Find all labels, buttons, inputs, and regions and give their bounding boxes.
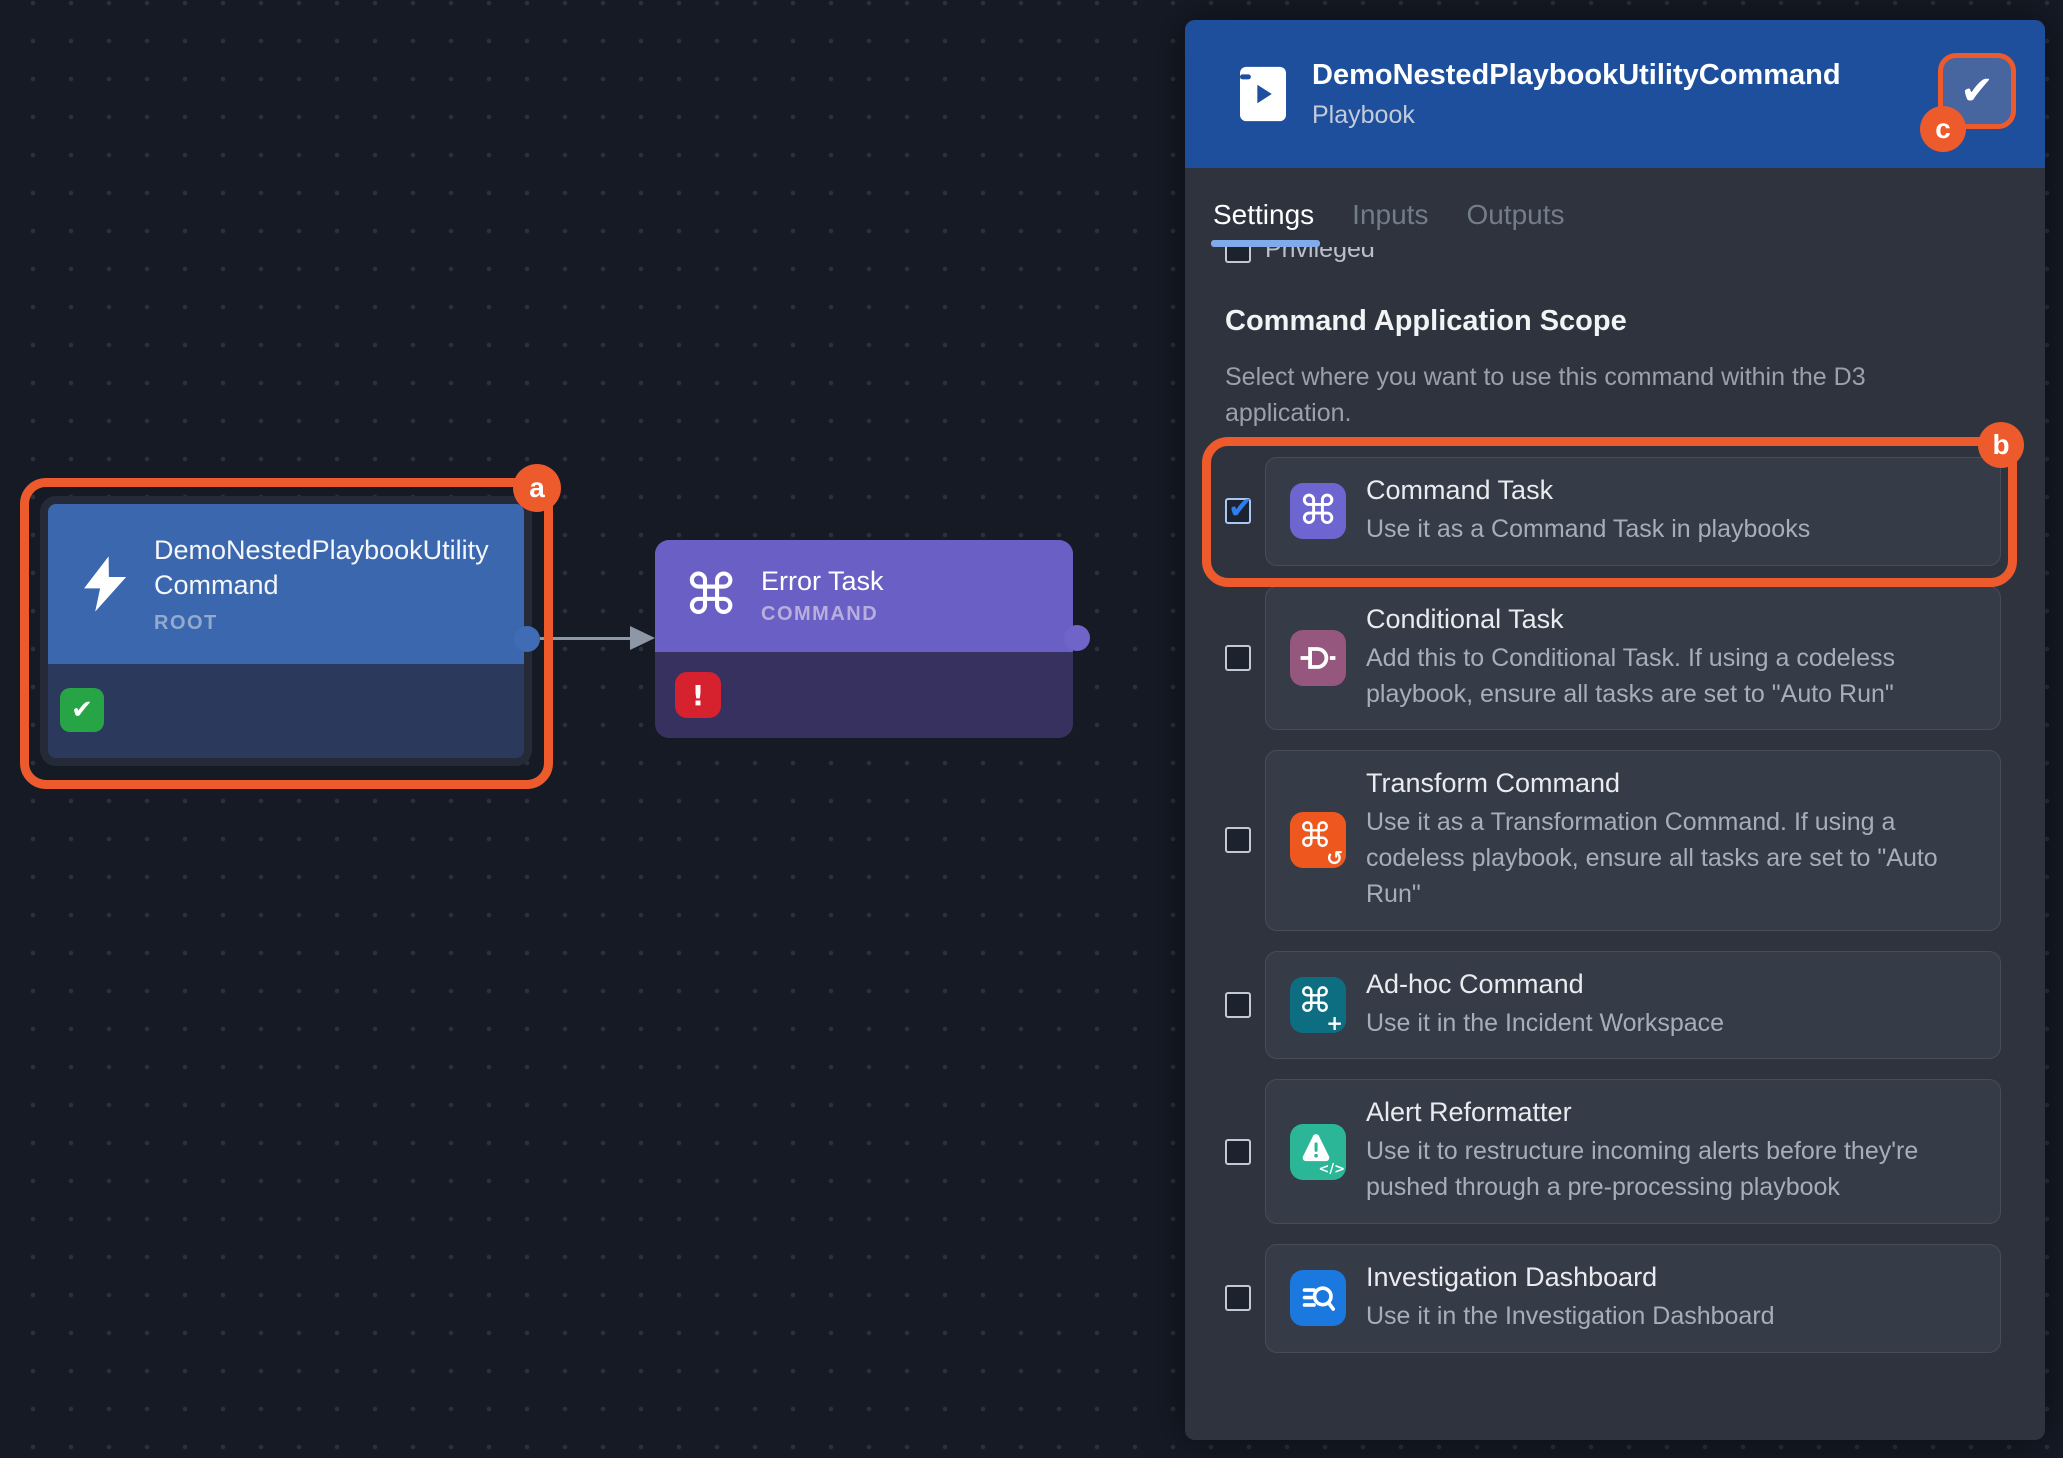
panel-header: DemoNestedPlaybookUtilityCommand Playboo… (1185, 20, 2045, 168)
command-task-checkbox[interactable]: ✔ (1225, 491, 1253, 526)
adhoc-command-card[interactable]: ⌘ + Ad-hoc Command Use it in the Inciden… (1265, 950, 2001, 1060)
root-node-output-port[interactable] (514, 626, 540, 652)
node-details-panel: DemoNestedPlaybookUtilityCommand Playboo… (1185, 20, 2045, 1440)
privileged-checkbox[interactable]: ✔ (1225, 247, 1251, 263)
error-node-output-port[interactable] (1064, 625, 1090, 651)
playbook-book-icon (1240, 66, 1286, 122)
annotation-badge-a: a (513, 464, 561, 512)
option-title: Conditional Task (1366, 603, 1564, 634)
annotation-box-a: a DemoNestedPlaybookUtilityCommand ROOT … (20, 464, 561, 789)
success-status-badge: ✔ (60, 688, 104, 732)
option-title: Ad-hoc Command (1366, 968, 1584, 999)
option-description: Use it to restructure incoming alerts be… (1366, 1137, 1919, 1201)
option-row-conditional-task: ✔ Conditional Task Add this to (1225, 585, 2001, 731)
error-status-badge: ! (675, 672, 721, 718)
investigation-dashboard-card[interactable]: Investigation Dashboard Use it in the In… (1265, 1243, 2001, 1353)
annotation-badge-b: b (1978, 422, 2024, 468)
node-type-label: COMMAND (761, 603, 879, 625)
lightning-bolt-icon (84, 556, 127, 612)
panel-subtitle: Playbook (1312, 100, 1415, 129)
node-title: DemoNestedPlaybookUtilityCommand (154, 534, 489, 600)
search-list-icon (1290, 1270, 1346, 1327)
edge-arrowhead-icon (630, 626, 655, 650)
panel-tabs: Settings Inputs Outputs (1185, 168, 2045, 247)
privileged-option-clipped: ✔ Privileged (1225, 247, 2001, 269)
tab-outputs[interactable]: Outputs (1466, 199, 1565, 230)
command-plus-icon: ⌘ + (1290, 976, 1346, 1033)
check-icon: ✔ (71, 695, 93, 725)
annotation-badge-c: c (1920, 106, 1966, 152)
node-root-command[interactable]: DemoNestedPlaybookUtilityCommand ROOT ✔ (40, 496, 532, 766)
tab-inputs[interactable]: Inputs (1352, 199, 1429, 230)
node-error-task[interactable]: ⌘ Error Task COMMAND ! (655, 540, 1073, 738)
root-node-header: DemoNestedPlaybookUtilityCommand ROOT (48, 504, 524, 664)
tab-settings[interactable]: Settings (1210, 199, 1321, 247)
option-description: Use it as a Command Task in playbooks (1366, 515, 1811, 543)
transform-command-card[interactable]: ⌘ ↺ Transform Command Use it as a Transf… (1265, 750, 2001, 931)
alert-reformatter-checkbox[interactable]: ✔ (1225, 1138, 1251, 1165)
command-icon: ⌘ (683, 563, 739, 628)
conditional-task-checkbox[interactable]: ✔ (1225, 645, 1251, 671)
option-row-alert-reformatter: ✔ </> Alert Reformatter (1225, 1079, 2001, 1224)
command-task-card[interactable]: ⌘ Command Task Use it as a Command Task … (1265, 457, 2001, 566)
option-title: Transform Command (1366, 768, 1621, 799)
conditional-task-card[interactable]: Conditional Task Add this to Conditional… (1265, 585, 2001, 731)
option-row-investigation-dashboard: ✔ Investigation Dashboard Use (1225, 1243, 2001, 1353)
option-row-transform-command: ✔ ⌘ ↺ Transform Command Use it as a Tran… (1225, 750, 2001, 931)
option-title: Alert Reformatter (1366, 1097, 1572, 1128)
alert-code-icon: </> (1290, 1123, 1346, 1180)
privileged-label: Privileged (1265, 247, 1375, 263)
settings-scroll-area[interactable]: ✔ Privileged Command Application Scope S… (1185, 247, 2045, 1440)
option-row-adhoc-command: ✔ ⌘ + Ad-hoc Command Use it in the Incid… (1225, 950, 2001, 1060)
option-description: Add this to Conditional Task. If using a… (1366, 643, 1896, 708)
option-title: Investigation Dashboard (1366, 1261, 1658, 1292)
section-heading: Command Application Scope (1225, 305, 1627, 337)
option-description: Use it in the Investigation Dashboard (1366, 1301, 1775, 1330)
option-row-command-task: ✔ ⌘ Command Task Use it as a Command Tas… (1225, 457, 2001, 566)
check-icon: ✔ (1960, 68, 1994, 114)
command-icon: ⌘ (1290, 483, 1346, 540)
node-title: Error Task (761, 566, 884, 596)
option-description: Use it in the Incident Workspace (1366, 1008, 1725, 1037)
option-description: Use it as a Transformation Command. If u… (1366, 808, 1938, 908)
annotation-box-b: b ✔ ⌘ Command Task Use it as a Command T… (1202, 422, 2024, 587)
error-node-header: ⌘ Error Task COMMAND (655, 540, 1073, 652)
command-transform-icon: ⌘ ↺ (1290, 812, 1346, 869)
option-title: Command Task (1366, 475, 1554, 505)
exclamation-icon: ! (691, 678, 705, 712)
panel-title: DemoNestedPlaybookUtilityCommand (1312, 58, 1841, 91)
adhoc-command-checkbox[interactable]: ✔ (1225, 991, 1251, 1018)
alert-reformatter-card[interactable]: </> Alert Reformatter Use it to restruct… (1265, 1079, 2001, 1224)
node-type-label: ROOT (154, 612, 218, 635)
logic-gate-icon (1290, 630, 1346, 686)
investigation-dashboard-checkbox[interactable]: ✔ (1225, 1285, 1251, 1312)
section-description: Select where you want to use this comman… (1225, 363, 1866, 427)
scope-options-list: b ✔ ⌘ Command Task Use it as a Command T… (1202, 422, 2024, 1353)
edge-line (540, 637, 640, 640)
transform-command-checkbox[interactable]: ✔ (1225, 827, 1251, 854)
